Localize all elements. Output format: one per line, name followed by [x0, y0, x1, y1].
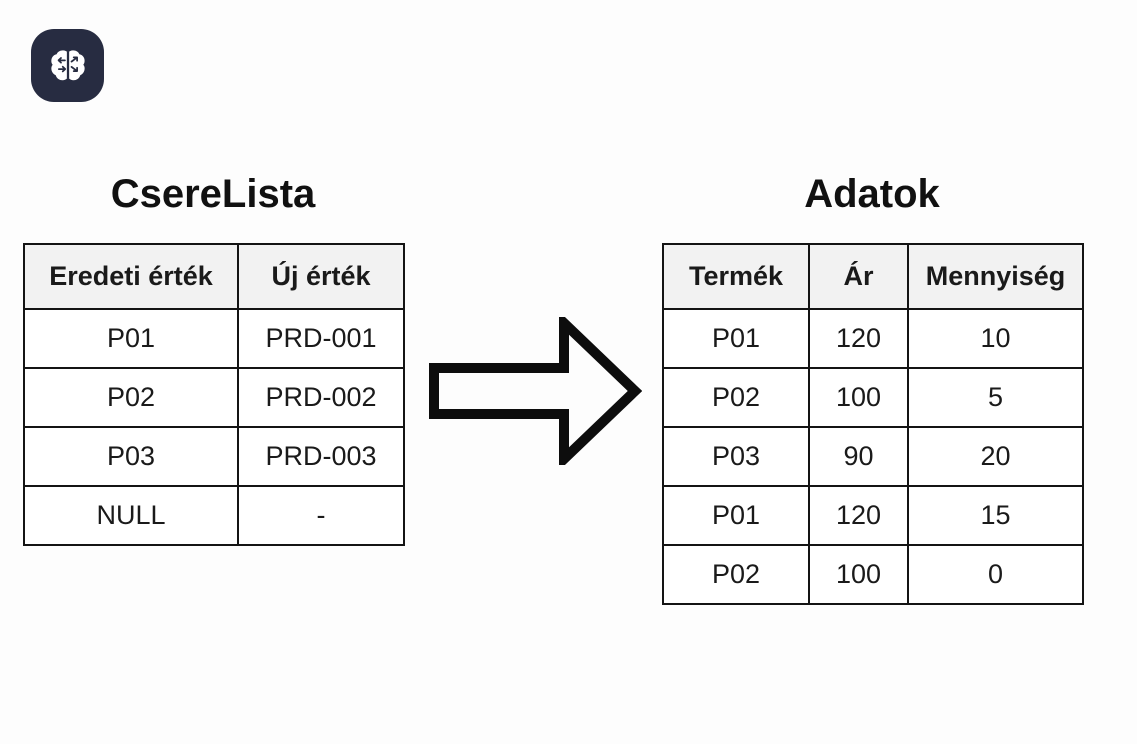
- table-cell: 120: [808, 308, 909, 369]
- table-cell: P02: [23, 367, 239, 428]
- table-cell: 15: [907, 485, 1084, 546]
- table-cell: 5: [907, 367, 1084, 428]
- table-cell: P03: [23, 426, 239, 487]
- column-header-uj-ertek: Új érték: [237, 243, 405, 310]
- table-row: P02 100 0: [662, 544, 1084, 605]
- column-header-ar: Ár: [808, 243, 909, 310]
- table-cell: 20: [907, 426, 1084, 487]
- column-header-mennyiseg: Mennyiség: [907, 243, 1084, 310]
- table-row: P01 120 10: [662, 308, 1084, 369]
- table-cell: PRD-001: [237, 308, 405, 369]
- table-cell: P02: [662, 367, 810, 428]
- table-row: P03 PRD-003: [23, 426, 405, 487]
- right-table-title: Adatok: [804, 172, 940, 216]
- table-cell: 90: [808, 426, 909, 487]
- table-cell: -: [237, 485, 405, 546]
- table-cell: 100: [808, 367, 909, 428]
- table-cell: P02: [662, 544, 810, 605]
- table-cell: P01: [23, 308, 239, 369]
- app-logo: [31, 29, 104, 102]
- table-cell: P01: [662, 308, 810, 369]
- table-cell: 10: [907, 308, 1084, 369]
- column-header-eredeti-ertek: Eredeti érték: [23, 243, 239, 310]
- table-cell: 0: [907, 544, 1084, 605]
- table-cell: PRD-003: [237, 426, 405, 487]
- adatok-table: Termék Ár Mennyiség P01 120 10 P02 100 5…: [662, 243, 1084, 605]
- table-header-row: Termék Ár Mennyiség: [662, 243, 1084, 310]
- table-cell: 100: [808, 544, 909, 605]
- table-row: P01 120 15: [662, 485, 1084, 546]
- table-cell: PRD-002: [237, 367, 405, 428]
- column-header-termek: Termék: [662, 243, 810, 310]
- left-table-title: CsereLista: [110, 172, 316, 216]
- table-row: NULL -: [23, 485, 405, 546]
- right-arrow-icon: [429, 317, 642, 465]
- cserelista-table: Eredeti érték Új érték P01 PRD-001 P02 P…: [23, 243, 405, 546]
- table-row: P02 100 5: [662, 367, 1084, 428]
- table-cell: 120: [808, 485, 909, 546]
- table-row: P03 90 20: [662, 426, 1084, 487]
- table-cell: P01: [662, 485, 810, 546]
- table-cell: P03: [662, 426, 810, 487]
- table-header-row: Eredeti érték Új érték: [23, 243, 405, 310]
- brain-icon: [50, 49, 85, 80]
- table-cell: NULL: [23, 485, 239, 546]
- table-row: P02 PRD-002: [23, 367, 405, 428]
- table-row: P01 PRD-001: [23, 308, 405, 369]
